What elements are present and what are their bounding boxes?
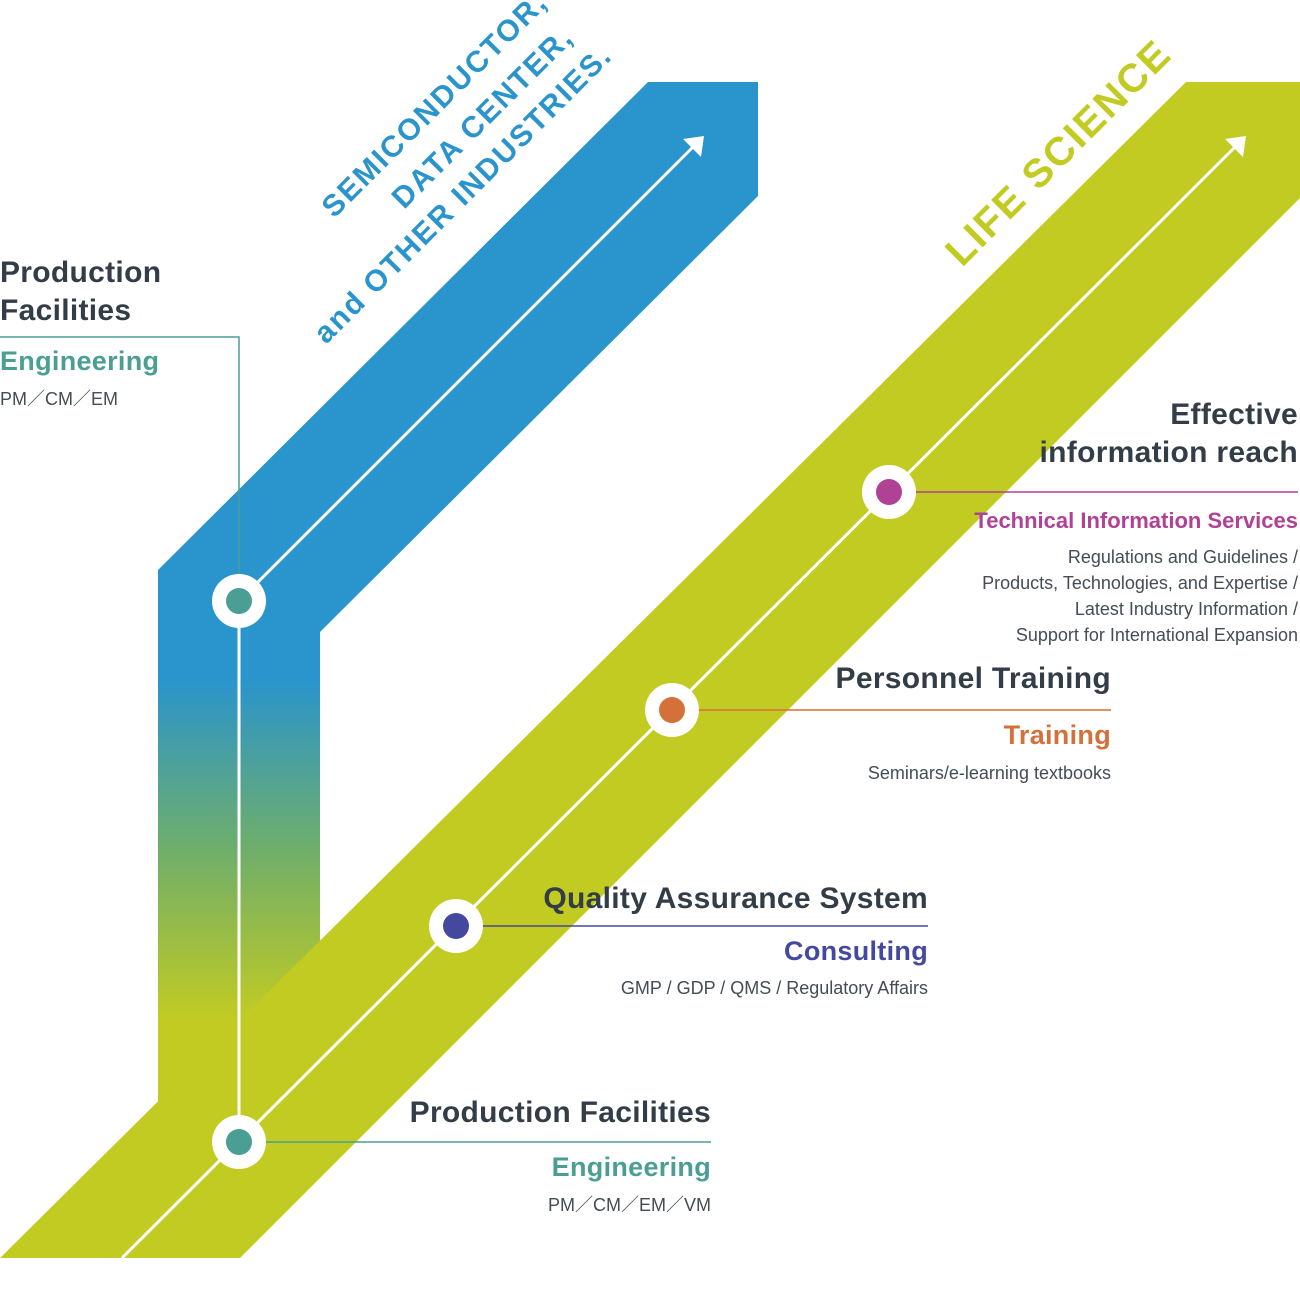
quality-assurance-details: GMP / GDP / QMS / Regulatory Affairs: [620, 978, 928, 998]
technical-information-detail-3: Latest Industry Information /: [1074, 599, 1298, 619]
life-science-band: [0, 82, 1300, 1258]
technical-information-title-line-2: information reach: [1039, 436, 1298, 469]
technical-information-detail-2: Products, Technologies, and Expertise /: [982, 573, 1298, 593]
production-facilities-title: Production Facilities: [409, 1096, 711, 1129]
technical-information-detail-4: Support for International Expansion: [1015, 625, 1298, 645]
semiconductor-arrow-head: [683, 136, 704, 157]
technical-information-title: Effective information reach: [1040, 396, 1298, 472]
production-facilities-details: PM／CM／EM／VM: [548, 1195, 711, 1215]
semiconductor-label-line-1: SEMICONDUCTOR,: [316, 0, 554, 224]
left-node-title-line-2: Facilities: [0, 294, 132, 327]
personnel-training-title: Personnel Training: [835, 662, 1111, 695]
quality-assurance-service: Consulting: [784, 936, 928, 966]
technical-information-detail-1: Regulations and Guidelines /: [1067, 547, 1298, 567]
left-node-service: Engineering: [0, 346, 160, 376]
personnel-training-details: Seminars/e-learning textbooks: [867, 763, 1111, 783]
personnel-training-marker: [645, 683, 699, 737]
left-node-title-line-1: Production: [0, 256, 162, 289]
technical-information-title-line-1: Effective: [1170, 398, 1298, 431]
life-science-arrow-head: [1225, 136, 1246, 157]
technical-information-service: Technical Information Services: [974, 508, 1298, 533]
left-node-details: PM／CM／EM: [0, 389, 118, 409]
personnel-training-service: Training: [1003, 720, 1111, 750]
semiconductor-arrow-line: [237, 144, 696, 603]
technical-information-details: Regulations and Guidelines / Products, T…: [982, 544, 1298, 648]
quality-assurance-marker: [429, 899, 483, 953]
production-facilities-marker: [212, 1115, 266, 1169]
left-node-marker: [212, 574, 266, 628]
left-node-title: Production Facilities: [0, 254, 161, 330]
production-facilities-service: Engineering: [551, 1152, 711, 1182]
quality-assurance-title: Quality Assurance System: [543, 882, 928, 915]
left-node-callout-line: [0, 336, 240, 601]
technical-information-marker: [862, 465, 916, 519]
